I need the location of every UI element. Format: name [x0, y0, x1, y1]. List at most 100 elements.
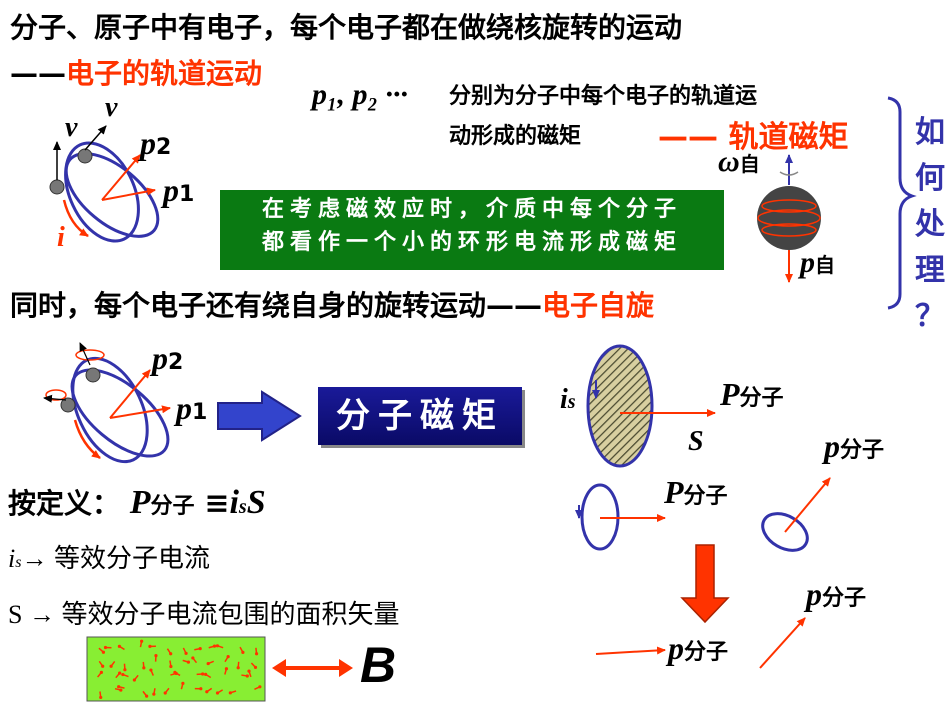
definition-line: 按定义： P分子 ≡isS [8, 482, 266, 522]
def-i-sub: s [238, 496, 247, 518]
dipole-head [204, 672, 208, 676]
p2b-sub: 2 [168, 350, 184, 375]
orbit-label-text: 轨道磁矩 [728, 120, 849, 155]
green-note-line-2: 都看作一个小的环形电流形成磁矩 [261, 230, 682, 255]
dipole-head [206, 661, 210, 666]
dipole-head [228, 691, 232, 695]
dipole-head [184, 651, 188, 655]
title-line-2: ——电子的轨道运动 [10, 52, 262, 92]
label-pm-2: P分子 [664, 474, 728, 511]
def-equiv: ≡ [204, 486, 230, 521]
label-S: S [688, 426, 704, 457]
dipole-head [99, 695, 103, 700]
dipole-head [142, 666, 146, 670]
omega-main: ω [718, 145, 740, 178]
title-dash: —— [10, 57, 66, 90]
dipole-head [245, 674, 249, 678]
dipole-head [148, 644, 152, 648]
label-p2-b: p2 [152, 340, 183, 377]
is-sub: s [567, 391, 576, 413]
s-description: S → 等效分子电流包围的面积矢量 [8, 600, 400, 629]
orbit-arrow: —— [658, 120, 718, 155]
label-B-field: B [360, 637, 397, 693]
dipole-head [173, 670, 177, 674]
spin-line: 同时，每个电子还有绕自身的旋转运动——电子自旋 [10, 284, 654, 324]
how-char-2: 何 [915, 161, 945, 196]
dipole-head [258, 685, 262, 689]
label-v-right: v [105, 92, 118, 123]
label-v-left: v [65, 112, 78, 143]
dipole-head [186, 660, 191, 664]
label-pm-3: p分子 [806, 576, 866, 613]
dipole-head [254, 652, 259, 656]
def-P-sub: 分子 [150, 494, 195, 519]
orbit-desc-line-2: 动形成的磁矩 [449, 124, 582, 149]
pm1-main: p [824, 428, 840, 464]
dipole-head [140, 639, 144, 643]
dipole-head [201, 672, 205, 676]
green-note-line-1: 在考虑磁效应时，介质中每个分子 [261, 197, 682, 222]
label-p1: p1 [163, 172, 194, 209]
dipole-head [121, 672, 125, 677]
dipole-head [101, 664, 105, 668]
p1-sub: 1 [179, 182, 195, 207]
dipole-head [109, 664, 113, 668]
molecular-moment-box: 分子磁矩 [318, 387, 522, 445]
spin-dash: —— [486, 289, 543, 322]
dipole-head [181, 681, 185, 685]
dipole-head [149, 668, 153, 672]
label-p1-b: p1 [176, 390, 207, 427]
dipole-head [152, 692, 156, 696]
p1-main: p [163, 172, 179, 208]
label-p-self: p自 [800, 246, 835, 280]
pm2-main: P [664, 474, 684, 510]
dipole-head [205, 690, 209, 694]
is-desc-i: i [8, 544, 16, 573]
title-line-1: 分子、原子中有电子，每个电子都在做绕核旋转的运动 [10, 11, 683, 44]
pself-main: p [800, 246, 815, 279]
orbit-desc-prefix: p₁, p₂ ··· [312, 78, 408, 111]
P-sub: 分子 [739, 386, 784, 411]
P-main: P [720, 376, 740, 412]
pm3-main: p [806, 576, 822, 612]
dipole-head [119, 688, 123, 692]
dipole-head [212, 644, 217, 648]
dipole-head [103, 645, 108, 650]
how-char-5: ？ [915, 299, 945, 334]
orbit-label: —— 轨道磁矩 [658, 112, 848, 156]
p1b-main: p [176, 390, 192, 426]
right-brace [887, 96, 917, 310]
how-char-3: 处 [915, 207, 945, 242]
how-char-1: 如 [915, 115, 945, 150]
label-omega: ω自 [718, 145, 760, 179]
random-dipoles-box [86, 636, 266, 702]
dipole-head [199, 687, 203, 691]
dipole-head [163, 691, 167, 695]
pself-sub: 自 [815, 253, 835, 277]
p2-sub: 2 [156, 135, 172, 160]
is-description: is→ 等效分子电流 [8, 538, 210, 575]
pm2-sub: 分子 [683, 484, 728, 509]
dipole-head [226, 655, 230, 659]
dipole-head [132, 678, 136, 682]
how-char-4: 理 [915, 253, 945, 288]
dipole-head [117, 644, 121, 648]
dipole-head [215, 644, 220, 648]
p2-main: p [140, 125, 156, 161]
dipole-head [145, 694, 149, 698]
spin-label: 电子自旋 [542, 289, 655, 322]
dipole-head [224, 667, 229, 671]
def-P: P [129, 484, 151, 521]
dipole-head [99, 670, 103, 675]
pm4-sub: 分子 [684, 640, 729, 665]
dipole-head [117, 685, 121, 689]
label-is: is [560, 384, 576, 416]
omega-sub: 自 [739, 152, 760, 176]
how-question: 如 何 处 理 ？ [910, 110, 950, 340]
is-main: i [560, 384, 568, 415]
spinning-electron-sphere [757, 154, 821, 283]
orbit-desc-line-1: 分别为分子中每个电子的轨道运 [449, 84, 758, 109]
p1b-sub: 1 [192, 400, 208, 425]
dipole-head [198, 647, 202, 651]
dipole-head [236, 666, 240, 670]
